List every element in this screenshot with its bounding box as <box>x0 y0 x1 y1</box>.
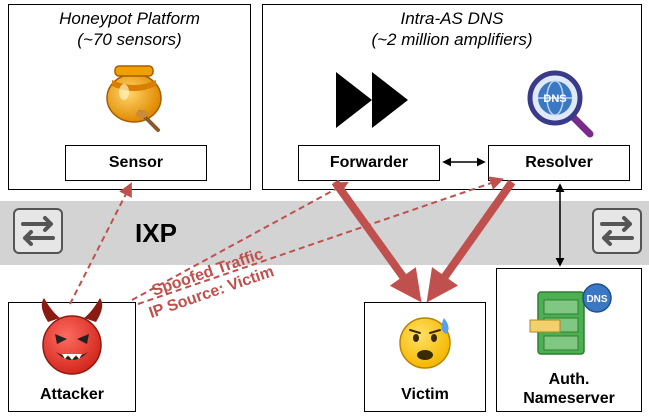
dns-title: Intra-AS DNS (~2 million amplifiers) <box>262 8 642 50</box>
ixp-band <box>0 201 649 265</box>
devil-attacker-icon <box>41 298 103 375</box>
nameserver-dns-badge: DNS <box>586 294 607 305</box>
ixp-switch-icon-right <box>592 208 642 254</box>
honeypot-title-line1: Honeypot Platform <box>59 9 200 28</box>
spoof-arrow-forwarder <box>131 181 349 301</box>
nameserver-label-line2: Nameserver <box>523 390 615 407</box>
switch-arrows-left-icon <box>21 216 55 246</box>
dns-title-line2: (~2 million amplifiers) <box>371 30 533 49</box>
victim-label: Victim <box>401 386 449 403</box>
resolver-label: Resolver <box>525 154 593 171</box>
forwarder-label: Forwarder <box>329 154 409 171</box>
resolver-dns-badge: DNS <box>543 93 566 105</box>
nameserver-cabinet-icon: DNS <box>529 283 612 355</box>
attacker-label: Attacker <box>39 386 105 403</box>
ixp-label: IXP <box>135 218 177 248</box>
resolver-box: Resolver <box>488 145 630 181</box>
amplified-arrow-forwarder-victim <box>331 179 422 303</box>
spoof-arrow-sensor <box>69 182 132 305</box>
dns-resolver-magnifier-icon: DNS <box>527 70 594 138</box>
fast-forward-icon <box>336 72 408 128</box>
amplified-arrow-resolver-victim <box>426 179 516 303</box>
honey-pot-icon <box>106 65 162 132</box>
switch-arrows-right-icon <box>600 216 634 246</box>
sensor-box: Sensor <box>65 145 207 181</box>
spoof-arrow-resolver <box>137 176 504 305</box>
sensor-label: Sensor <box>108 154 164 171</box>
honeypot-title: Honeypot Platform (~70 sensors) <box>8 8 251 50</box>
nameserver-label: Auth. Nameserver <box>496 370 642 408</box>
honeypot-title-line2: (~70 sensors) <box>77 30 182 49</box>
worried-victim-face-icon <box>399 317 451 369</box>
ixp-switch-icon-left <box>13 208 63 254</box>
dns-title-line1: Intra-AS DNS <box>400 9 504 28</box>
nameserver-label-line1: Auth. <box>548 371 590 388</box>
forwarder-box: Forwarder <box>298 145 440 181</box>
